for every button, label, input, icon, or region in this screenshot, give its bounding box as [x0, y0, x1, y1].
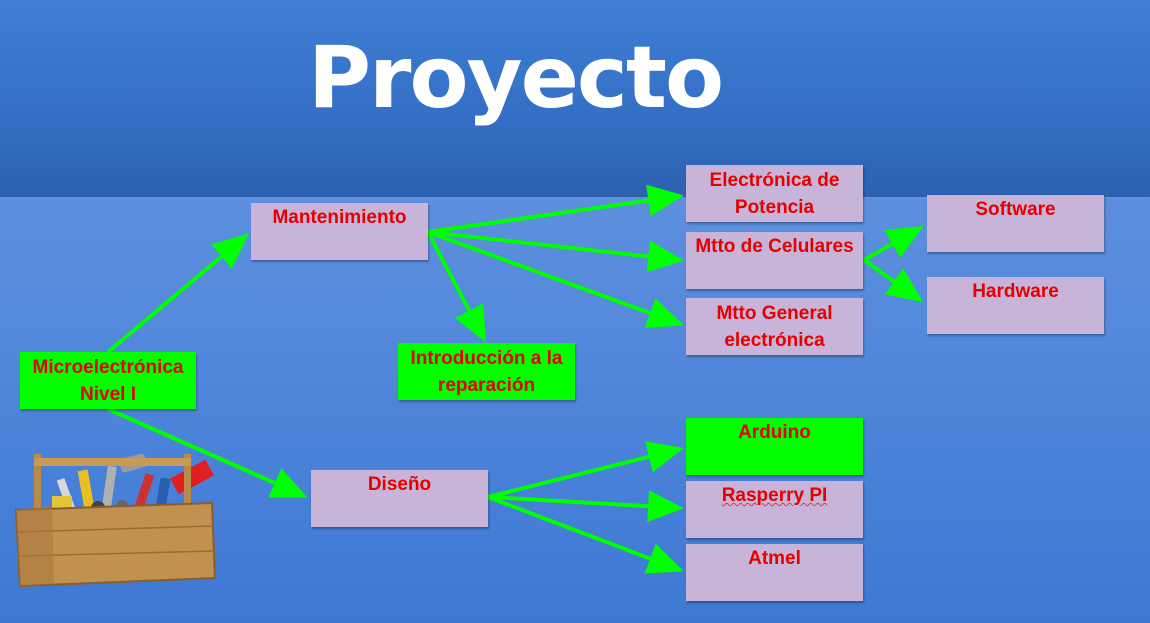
node-introduccion: Introducción a la reparación: [398, 343, 575, 400]
page-title: Proyecto: [308, 28, 724, 128]
arrow-mantenimiento-to-potencia: [427, 184, 684, 234]
node-hardware: Hardware: [927, 277, 1104, 334]
arrow-mantenimiento-to-intro: [426, 231, 486, 343]
title-band: [0, 0, 1150, 197]
node-microelectronica: Microelectrónica Nivel I: [20, 352, 196, 409]
toolbox-icon: [14, 453, 217, 588]
arrow-mantenimiento-to-celulares: [427, 230, 684, 273]
arrow-mantenimiento-to-general: [427, 230, 684, 329]
arrow-celulares-to-software: [863, 226, 924, 262]
node-arduino: Arduino: [686, 418, 863, 475]
node-raspberry: Rasperry PI: [686, 481, 863, 538]
arrow-diseno-to-raspberry: [487, 490, 684, 523]
node-mtto-celulares: Mtto de Celulares: [686, 232, 863, 289]
arrow-micro-to-diseno: [107, 407, 308, 498]
node-atmel: Atmel: [686, 544, 863, 601]
arrow-diseno-to-arduino: [487, 441, 684, 499]
arrow-micro-to-mantenimiento: [106, 233, 250, 354]
node-software: Software: [927, 195, 1104, 252]
node-mtto-general: Mtto General electrónica: [686, 298, 863, 355]
node-diseno: Diseño: [311, 470, 488, 527]
node-mantenimiento: Mantenimiento: [251, 203, 428, 260]
node-electronica-potencia: Electrónica de Potencia: [686, 165, 863, 222]
arrow-diseno-to-atmel: [487, 495, 684, 574]
arrow-celulares-to-hardware: [862, 258, 924, 303]
